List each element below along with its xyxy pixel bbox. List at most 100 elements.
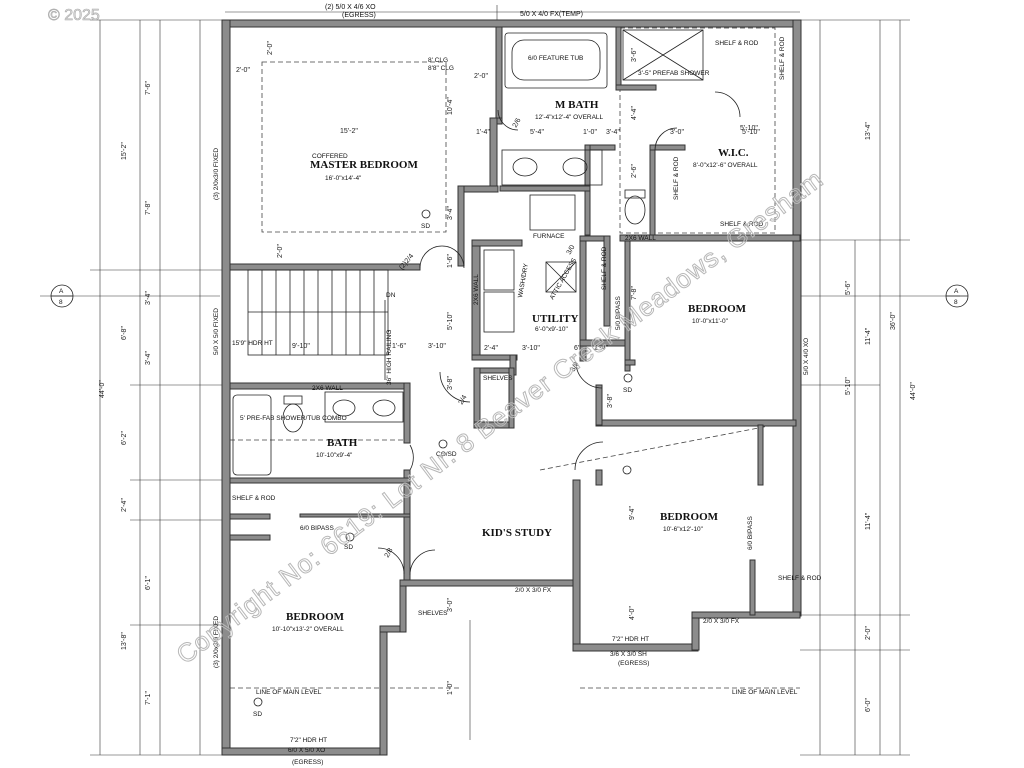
- dim-int-26: 3'-8": [447, 376, 454, 390]
- section-letter-west: A: [59, 288, 64, 295]
- dim-left-9: 2'-4": [121, 498, 128, 512]
- wic-size: 8'-0"x12'-6" OVERALL: [693, 162, 758, 169]
- dim-int-28: 9'-4": [629, 506, 636, 520]
- window-fx-study: 2/0 X 3/0 FX: [515, 587, 552, 594]
- door-2-4-a: 2/4: [458, 394, 469, 406]
- door-3-0-a: 3/0: [566, 244, 577, 256]
- egress-window-label: (2) 5/0 X 4/6 XO: [325, 4, 376, 11]
- dim-int-3: 15'-2": [340, 128, 358, 135]
- furnace-label: FURNACE: [533, 233, 565, 240]
- master-bedroom-size: 16'-0"x14'-4": [325, 175, 362, 182]
- fixtures: [50, 29, 969, 707]
- bedroom-se-title: BEDROOM: [660, 511, 719, 523]
- bedroom-se-size: 10'-6"x12'-10": [663, 526, 704, 533]
- dim-int-2: 2'-0": [236, 67, 250, 74]
- door-2-8-a: 2/8: [384, 547, 395, 559]
- clg-label-2: 8'8" CLG: [428, 65, 454, 72]
- dim-right-2: 5'-6": [845, 281, 852, 295]
- hdr-ht-se: 7'2" HDR HT: [612, 636, 649, 643]
- copyright-mark: © 2025: [48, 7, 100, 24]
- section-num-east: 8: [954, 299, 958, 306]
- sd-master: SD: [421, 223, 430, 230]
- egress-word-label: (EGRESS): [342, 12, 376, 19]
- master-bedroom-note: COFFERED: [312, 153, 348, 160]
- egress-sw: (EGRESS): [292, 759, 323, 766]
- dim-int-20: 6": [574, 345, 581, 352]
- dim-int-25: 3'-10": [428, 343, 446, 350]
- stair-treads: [247, 269, 389, 380]
- dim-left-3: 7'-8": [145, 201, 152, 215]
- feature-tub-label: 6/0 FEATURE TUB: [528, 55, 583, 62]
- dim-right-6: 5'-10": [845, 377, 852, 395]
- sd-sw-lower: SD: [253, 711, 262, 718]
- door-2-6-a: 2/6: [512, 117, 523, 129]
- dn-label: DN: [386, 292, 396, 299]
- shelves-closet-label: SHELVES: [483, 375, 513, 382]
- window-fx-se: 2/0 X 3/0 FX: [703, 618, 740, 625]
- dim-int-16: 2'-0": [474, 73, 488, 80]
- dim-int-29: 4'-0": [629, 606, 636, 620]
- dim-int-1: 2'-0": [267, 41, 274, 55]
- dim-int-11: 3'-0": [670, 129, 684, 136]
- bath-title: BATH: [327, 437, 358, 449]
- dim-left-4: 3'-4": [145, 291, 152, 305]
- dashed-lines: [230, 27, 801, 689]
- dim-left-5: 6'-8": [121, 326, 128, 340]
- prefab-shower-label: 3'-5" PREFAB SHOWER: [638, 70, 710, 77]
- dim-int-7: 1'-4": [476, 129, 490, 136]
- shelf-rod-wic-top: SHELF & ROD: [715, 40, 759, 47]
- shelf-rod-wic-left: SHELF & ROD: [673, 156, 680, 200]
- attic-access-label: ATTIC ACCESS: [549, 257, 579, 301]
- dim-int-14: 4'-4": [631, 106, 638, 120]
- dim-int-22: 2'-4": [594, 345, 608, 352]
- smoke-detectors: [253, 209, 633, 707]
- utility-size: 6'-0"x9'-10": [535, 326, 568, 333]
- bipass-sw-label: 6/0 BIPASS: [300, 525, 335, 532]
- bedroom-ne-size: 10'-0"x11'-0": [692, 318, 729, 325]
- section-marker-west: [50, 284, 74, 308]
- dim-int-12: 5'-10": [742, 129, 760, 136]
- dim-int-5: 3'-4": [447, 206, 454, 220]
- door-3-0-b: 3/0: [570, 361, 581, 373]
- washdry-label: WASH/DRY: [517, 262, 530, 298]
- m-bath-title: M BATH: [555, 99, 599, 111]
- stair-hdr-label: 15'9" HDR HT: [232, 340, 273, 347]
- fx-temp-label: 5/0 X 4/0 FX(TEMP): [520, 11, 583, 18]
- wall-2x6-label: 2X6 WALL: [625, 235, 656, 242]
- dim-left-total: 44'-0": [99, 380, 106, 398]
- dim-int-17: 7'-8": [631, 286, 638, 300]
- dim-right-7: 11'-4": [865, 512, 872, 530]
- kids-study-title: KID'S STUDY: [482, 527, 552, 539]
- egress-se: (EGRESS): [618, 660, 649, 667]
- dim-right-total: 44'-0": [910, 382, 917, 400]
- dim-left-1: 7'-6": [145, 81, 152, 95]
- dim-int-27: 3'-8": [607, 394, 614, 408]
- dim-int-18: 5'-10": [447, 312, 454, 330]
- dim-int-21: 2'-4": [484, 345, 498, 352]
- window-sw: 6/0 X 5/0 XO: [288, 747, 325, 754]
- shelf-rod-wic-bottom: SHELF & ROD: [720, 221, 764, 228]
- bedroom-sw-size: 10'-10"x13'-2" OVERALL: [272, 626, 344, 633]
- co-sd-label: CO/SD: [436, 451, 457, 458]
- dim-int-15: 2'-6": [631, 164, 638, 178]
- dim-right-4: 36'-0": [890, 312, 897, 330]
- dim-left-10: 6'-1": [145, 576, 152, 590]
- high-railing-label: 36" HIGH RAILING: [386, 330, 393, 385]
- dim-left-11: 13'-8": [121, 632, 128, 650]
- bipass-ne-label: 5/0 BIPASS: [615, 295, 622, 330]
- dim-left-6: 3'-4": [145, 351, 152, 365]
- dim-int-33: 1'-6": [447, 254, 454, 268]
- shelf-rod-wic-side: SHELF & ROD: [779, 36, 786, 80]
- wall-2x6-bath-label: 2X6 WALL: [312, 385, 343, 392]
- dim-int-10: 3'-4": [606, 129, 620, 136]
- fixed-window-1: (3) 2/0x3/0 FIXED: [213, 148, 220, 200]
- section-marker-east: [945, 284, 969, 308]
- dim-right-8: 2'-0": [865, 626, 872, 640]
- dim-left-2: 15'-2": [121, 142, 128, 160]
- dim-int-19: 3'-10": [522, 345, 540, 352]
- dim-int-30: 3'-0": [447, 598, 454, 612]
- shelf-rod-se: SHELF & ROD: [778, 575, 822, 582]
- bipass-se-label: 6/0 BIPASS: [747, 515, 754, 550]
- dim-left-12: 7'-1": [145, 691, 152, 705]
